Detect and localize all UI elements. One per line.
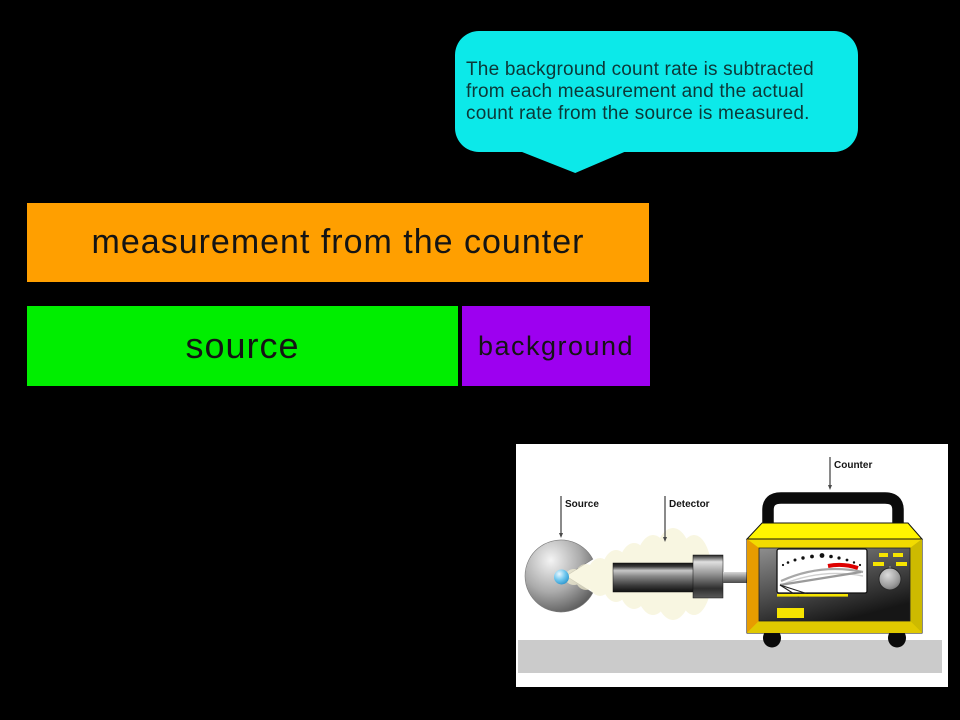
speech-bubble-tail <box>517 150 629 173</box>
measurement-bar-label: measurement from the counter <box>91 223 585 261</box>
detector-tube <box>612 562 696 593</box>
speech-bubble-text: The background count rate is subtracted … <box>466 58 814 124</box>
counter-switch <box>777 608 804 618</box>
counter-meter <box>776 548 868 598</box>
counter-knob <box>878 567 902 591</box>
source-bar: source <box>27 306 458 386</box>
figure-label-detector: Detector <box>669 499 710 510</box>
figure-label-source: Source <box>565 499 599 510</box>
counter-box <box>745 522 924 634</box>
source-ball <box>554 569 569 585</box>
counter-handle <box>762 492 904 537</box>
leader-arrowheads <box>559 485 832 542</box>
source-bar-label: source <box>185 325 300 366</box>
meter-needle <box>779 570 862 587</box>
detector-rod <box>723 572 749 583</box>
ground <box>518 640 942 673</box>
figure-label-counter: Counter <box>834 460 872 471</box>
background-bar-label: background <box>477 330 635 361</box>
measurement-bar: measurement from the counter <box>27 203 649 282</box>
leader-lines <box>560 457 831 538</box>
background-bar: background <box>462 306 650 386</box>
counter-buttons <box>873 553 907 566</box>
detector-flange <box>692 554 724 599</box>
apparatus-figure: Source Detector Counter <box>516 444 948 687</box>
apparatus-svg: Source Detector Counter <box>518 457 942 673</box>
meter-red-zone <box>827 562 859 570</box>
meter-scale-dots <box>781 553 862 567</box>
speech-bubble: The background count rate is subtracted … <box>455 31 858 152</box>
